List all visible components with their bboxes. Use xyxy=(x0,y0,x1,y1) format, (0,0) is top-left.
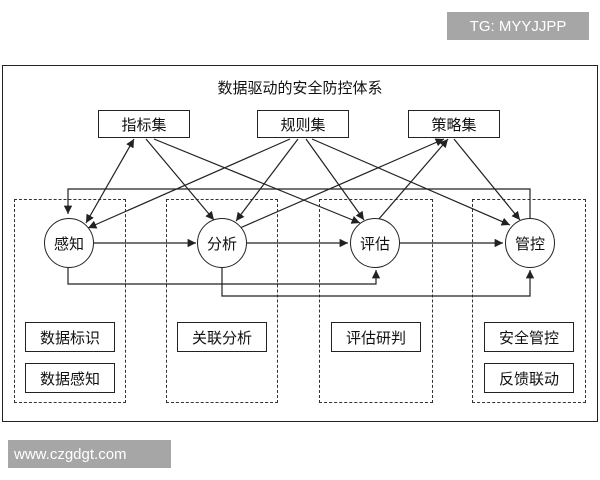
group-control xyxy=(472,199,586,403)
cap-feedback-linkage: 反馈联动 xyxy=(484,363,574,393)
node-control-label: 管控 xyxy=(514,234,545,253)
diagram-frame xyxy=(2,65,598,422)
cap-evaluation-research: 评估研判 xyxy=(331,322,421,352)
cap-data-labeling-label: 数据标识 xyxy=(39,328,100,347)
edge-indicator-perceive xyxy=(85,138,135,224)
strategy-set-label: 策略集 xyxy=(431,115,477,134)
rules-set-label: 规则集 xyxy=(280,115,326,134)
node-analyze: 分析 xyxy=(197,218,247,268)
cap-data-perception: 数据感知 xyxy=(25,363,115,393)
indicator-set-label: 指标集 xyxy=(121,115,167,134)
cap-security-control-label: 安全管控 xyxy=(498,328,559,347)
cap-correlation-analysis-label: 关联分析 xyxy=(191,328,252,347)
cap-correlation-analysis: 关联分析 xyxy=(177,322,267,352)
node-evaluate: 评估 xyxy=(350,218,400,268)
group-perceive xyxy=(14,199,126,403)
edge-rules-analyze xyxy=(235,138,299,222)
group-evaluate xyxy=(319,199,433,403)
node-evaluate-label: 评估 xyxy=(359,234,390,253)
cap-data-labeling: 数据标识 xyxy=(25,322,115,352)
strategy-set-box: 策略集 xyxy=(408,110,500,138)
node-analyze-label: 分析 xyxy=(206,234,237,253)
cap-data-perception-label: 数据感知 xyxy=(39,369,100,388)
diagram-title: 数据驱动的安全防控体系 xyxy=(217,79,383,97)
edge-indicator-evaluate xyxy=(153,138,361,224)
node-perceive: 感知 xyxy=(44,218,94,268)
watermark-top: TG: MYYJJPP xyxy=(447,12,589,40)
edge-analyze-strategy xyxy=(239,138,445,229)
rules-set-box: 规则集 xyxy=(257,110,349,138)
group-analyze xyxy=(166,199,278,403)
watermark-top-text: TG: MYYJJPP xyxy=(469,17,567,35)
cap-evaluation-research-label: 评估研判 xyxy=(345,328,406,347)
watermark-bottom: www.czgdgt.com xyxy=(8,440,171,468)
cap-security-control: 安全管控 xyxy=(484,322,574,352)
edge-rules-perceive xyxy=(87,138,291,229)
edge-evaluate-strategy xyxy=(377,138,449,221)
edge-rules-evaluate xyxy=(305,138,365,221)
cap-feedback-linkage-label: 反馈联动 xyxy=(498,369,559,388)
indicator-set-box: 指标集 xyxy=(98,110,190,138)
watermark-bottom-text: www.czgdgt.com xyxy=(14,445,127,463)
edge-strategy-control xyxy=(453,138,521,221)
node-perceive-label: 感知 xyxy=(53,234,84,253)
node-control: 管控 xyxy=(505,218,555,268)
edge-feedback-top xyxy=(63,188,531,218)
edge-analyze-control-bottom xyxy=(221,268,535,297)
edge-indicator-analyze xyxy=(145,138,215,221)
